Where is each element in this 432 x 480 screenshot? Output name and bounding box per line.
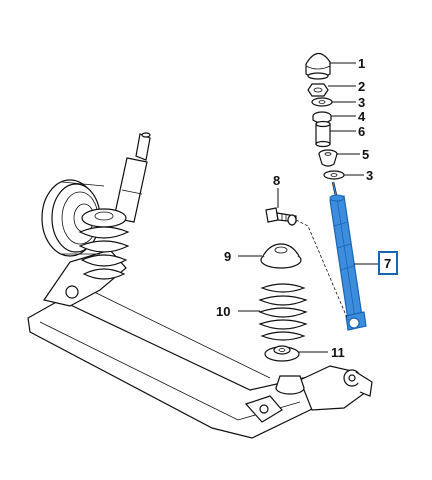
callout-2: 2 xyxy=(358,79,365,94)
part-10-coil-spring xyxy=(258,283,308,341)
part-6-sleeve xyxy=(315,120,331,148)
callout-6: 6 xyxy=(358,124,365,139)
rear-axle-beam xyxy=(27,249,373,439)
installed-shock-absorber xyxy=(113,132,151,223)
callout-8: 8 xyxy=(273,173,280,188)
callout-3-lower: 3 xyxy=(366,168,373,183)
part-2-nut xyxy=(307,83,329,97)
callout-7[interactable]: 7 xyxy=(384,256,391,271)
part-7-shock-absorber[interactable] xyxy=(329,181,367,331)
callout-9: 9 xyxy=(224,249,231,264)
part-3-washer-upper xyxy=(311,97,333,107)
part-11-spring-seat xyxy=(264,345,300,362)
callout-10: 10 xyxy=(216,304,230,319)
installed-coil-spring xyxy=(78,208,130,280)
callout-3-upper: 3 xyxy=(358,95,365,110)
callout-1: 1 xyxy=(358,56,365,71)
part-8-bolt xyxy=(265,207,297,226)
leader-lines xyxy=(238,62,380,353)
callout-labels: 1 2 3 4 6 5 3 8 7 9 10 11 xyxy=(216,56,398,360)
callout-7-highlight-box xyxy=(378,251,398,275)
part-9-spring-seat xyxy=(260,243,302,269)
part-5-bushing xyxy=(318,149,338,167)
callout-5: 5 xyxy=(362,147,369,162)
callout-4: 4 xyxy=(358,109,366,124)
callout-11: 11 xyxy=(331,345,345,360)
part-1-bump-stop xyxy=(305,52,331,80)
part-3-washer-lower xyxy=(323,170,345,180)
